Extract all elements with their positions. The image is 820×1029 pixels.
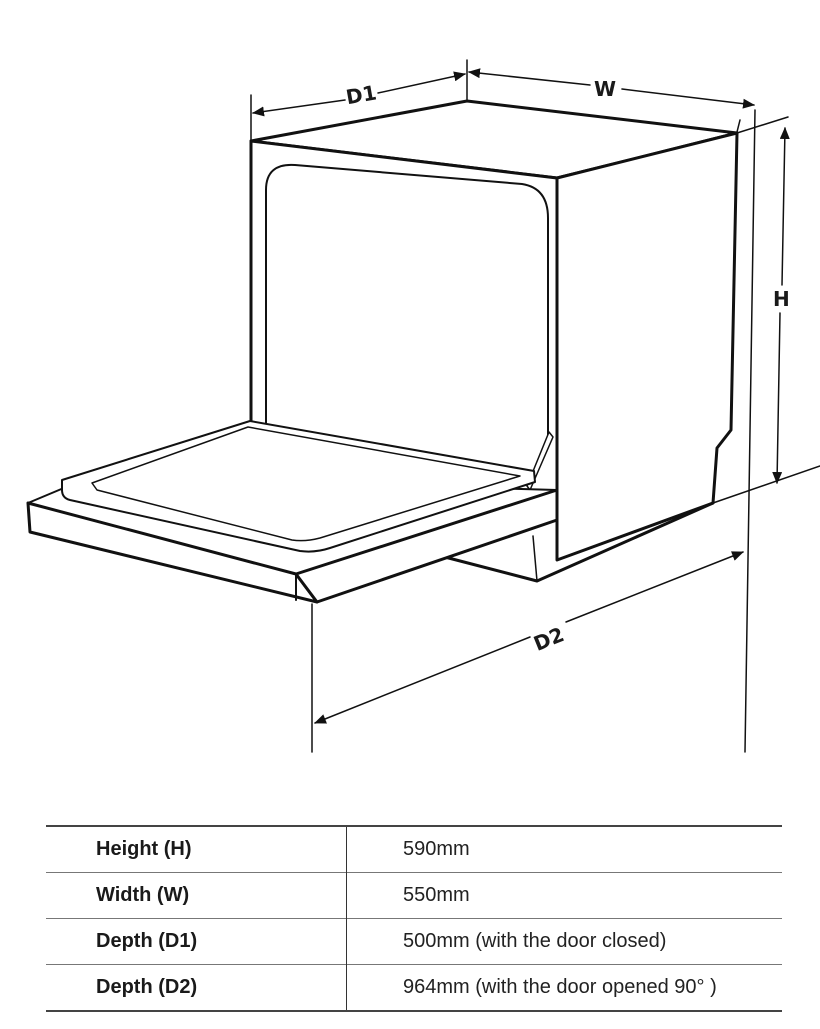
table-row: Width (W) 550mm xyxy=(46,872,782,919)
table-row: Depth (D2) 964mm (with the door opened 9… xyxy=(46,964,782,1011)
door-slab-side xyxy=(294,488,559,604)
spec-value-depth-d1: 500mm (with the door closed) xyxy=(403,930,667,952)
spec-name-depth-d2: Depth (D2) xyxy=(46,964,347,1011)
spec-name-depth-d1: Depth (D1) xyxy=(46,918,347,965)
dishwasher-dimension-diagram: D1 W H D2 xyxy=(26,59,820,753)
spec-value-depth-d2: 964mm (with the door opened 90° ) xyxy=(403,976,717,998)
spec-name-width: Width (W) xyxy=(46,872,347,919)
door-inner-panel xyxy=(61,420,536,553)
label-h: H xyxy=(773,287,790,311)
spec-name-height: Height (H) xyxy=(46,826,347,873)
dimensions-table: Height (H) 590mm Width (W) 550mm Depth (… xyxy=(46,825,782,1012)
label-d2: D2 xyxy=(530,622,567,656)
spec-value-height: 590mm xyxy=(403,838,470,860)
table-row: Depth (D1) 500mm (with the door closed) xyxy=(46,918,782,965)
cabinet-side-face xyxy=(555,131,739,562)
spec-value-width: 550mm xyxy=(403,884,470,906)
label-w: W xyxy=(594,77,616,101)
label-d1: D1 xyxy=(344,80,378,109)
door-opening xyxy=(265,163,549,491)
table-row: Height (H) 590mm xyxy=(46,826,782,873)
